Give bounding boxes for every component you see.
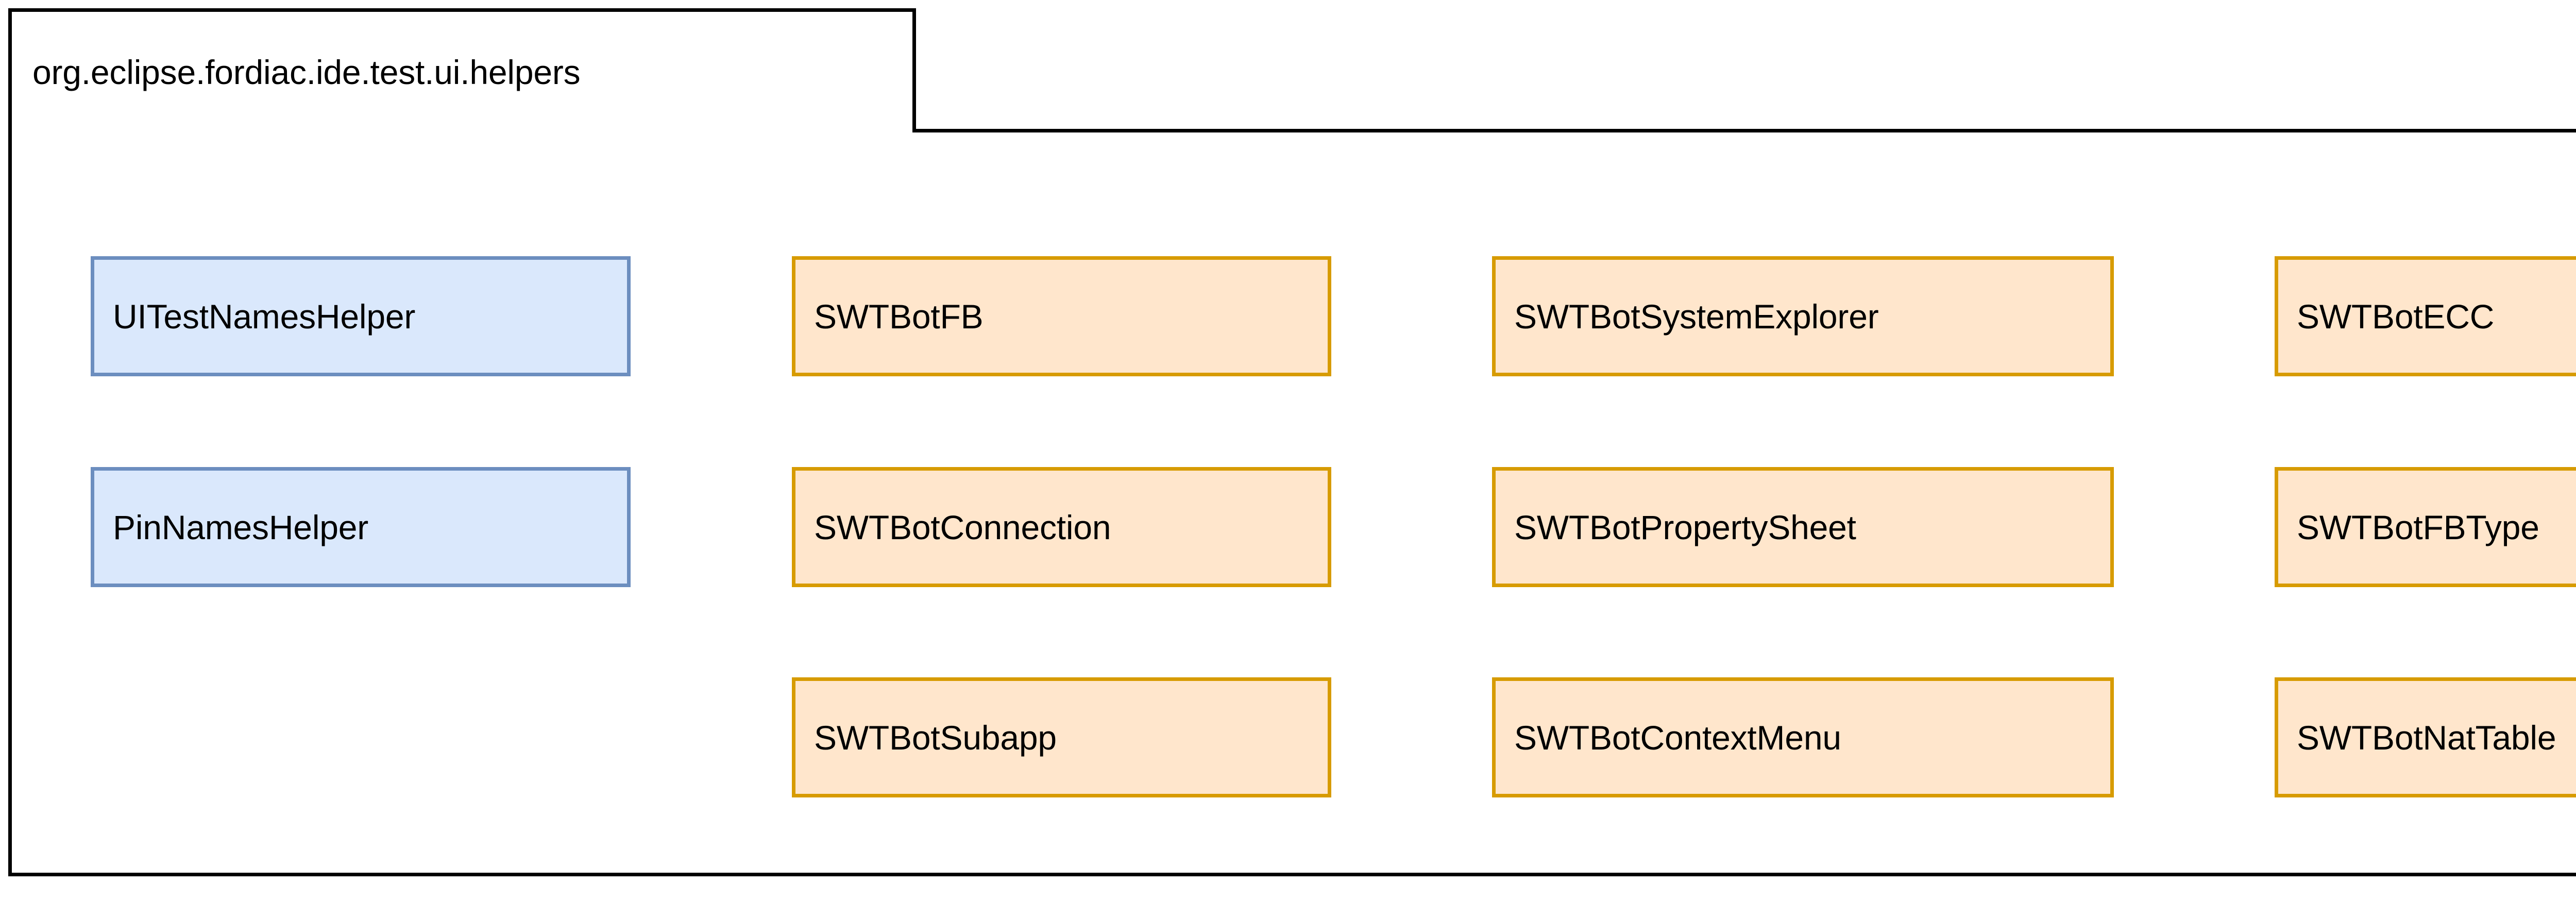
class-name-label: SWTBotConnection [814,508,1111,546]
class-box-swtbotsubapp[interactable]: SWTBotSubapp [792,677,1331,797]
class-box-swtbotfb[interactable]: SWTBotFB [792,256,1331,376]
class-name-label: SWTBotECC [2297,297,2495,336]
class-box-swtbotpropertysheet[interactable]: SWTBotPropertySheet [1492,467,2114,587]
class-name-label: UITestNamesHelper [113,297,416,336]
class-box-swtbotcontextmenu[interactable]: SWTBotContextMenu [1492,677,2114,797]
class-name-label: SWTBotPropertySheet [1514,508,1856,546]
class-box-swtbotsystemexplorer[interactable]: SWTBotSystemExplorer [1492,256,2114,376]
class-box-uitestnameshelper[interactable]: UITestNamesHelper [91,256,631,376]
class-name-label: SWTBotContextMenu [1514,718,1841,757]
package-shape: org.eclipse.fordiac.ide.test.ui.helpers … [8,8,2576,876]
class-box-swtbotecc[interactable]: SWTBotECC [2275,256,2576,376]
package-name-label: org.eclipse.fordiac.ide.test.ui.helpers [32,53,581,91]
package-tab[interactable]: org.eclipse.fordiac.ide.test.ui.helpers [8,8,916,132]
class-box-swtbotfbtype[interactable]: SWTBotFBType [2275,467,2576,587]
class-name-label: SWTBotSubapp [814,718,1057,757]
class-box-swtbotconnection[interactable]: SWTBotConnection [792,467,1331,587]
class-name-label: SWTBotFB [814,297,984,336]
class-name-label: SWTBotFBType [2297,508,2539,546]
class-box-pinnameshelper[interactable]: PinNamesHelper [91,467,631,587]
class-name-label: SWTBotNatTable [2297,718,2556,757]
class-name-label: PinNamesHelper [113,508,369,546]
class-box-swtbotnattable[interactable]: SWTBotNatTable [2275,677,2576,797]
class-name-label: SWTBotSystemExplorer [1514,297,1879,336]
